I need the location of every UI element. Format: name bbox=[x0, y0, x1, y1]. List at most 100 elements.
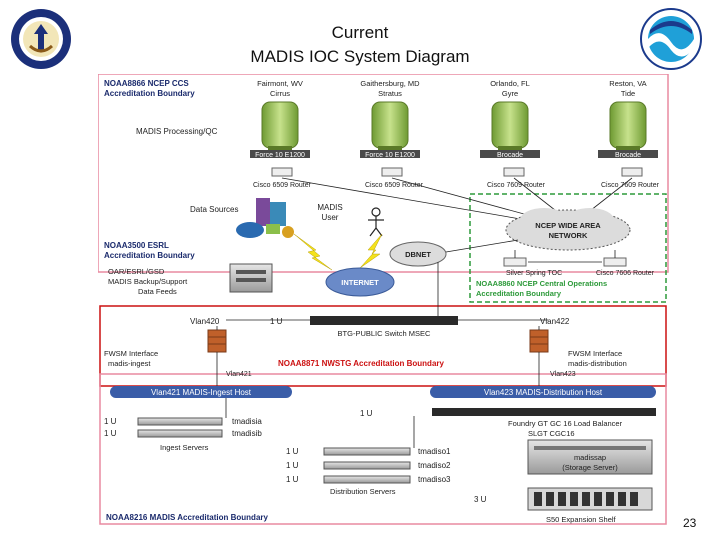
ingest-host-label: Vlan421 MADIS-Ingest Host bbox=[151, 388, 252, 397]
lightning-right-icon bbox=[359, 233, 383, 269]
site1-switch-bar bbox=[250, 150, 310, 158]
fwsm-right-label-2: madis-distribution bbox=[568, 359, 627, 368]
user-icon bbox=[368, 207, 384, 237]
san-label-1: madissap bbox=[574, 453, 606, 462]
slide-number: 23 bbox=[683, 516, 697, 530]
site1-router: Cisco 6509 Router bbox=[253, 182, 312, 189]
site3-switch-bar bbox=[480, 150, 540, 158]
ingest-host-bar bbox=[110, 386, 292, 398]
site1-router-icon bbox=[271, 167, 293, 177]
site2-switch: Force 10 E1200 bbox=[365, 152, 415, 159]
cisco-7606-router-icon bbox=[603, 257, 627, 267]
esrl-backup-label-1: OAR/ESRL/GSD bbox=[108, 267, 165, 276]
fwsm-left-label-1: FWSM Interface bbox=[104, 349, 158, 358]
lb-label-2: SLGT CGC16 bbox=[528, 429, 575, 438]
site2-switch-bar bbox=[360, 150, 420, 158]
dist-host-bar bbox=[430, 386, 656, 398]
system-diagram: NOAA8866 NCEP CCS Accreditation Boundary… bbox=[97, 73, 669, 525]
site4-switch: Brocade bbox=[615, 152, 641, 159]
processing-label: MADIS Processing/QC bbox=[136, 127, 218, 136]
wan-label-2: NETWORK bbox=[549, 231, 588, 240]
site3-host: Gyre bbox=[502, 89, 518, 98]
internet-cloud bbox=[325, 267, 395, 297]
lb-1u-label: 1 U bbox=[360, 409, 373, 418]
expansion-shelf-icon bbox=[527, 487, 653, 511]
dist-servers-label: Distribution Servers bbox=[330, 487, 396, 496]
site4-server-icon bbox=[609, 101, 647, 150]
vlan422-label: Vlan422 bbox=[540, 317, 570, 326]
nco-boundary-label-1: NOAA8860 NCEP Central Operations bbox=[476, 279, 607, 288]
esrl-boundary-label-1: NOAA3500 ESRL bbox=[104, 241, 169, 250]
madis-user-label-1: MADIS bbox=[317, 203, 342, 212]
nwstg-boundary-label: NOAA8871 NWSTG Accreditation Boundary bbox=[278, 359, 445, 368]
site4-switch-bar bbox=[598, 150, 658, 158]
site1-location: Fairmont, WV bbox=[257, 79, 303, 88]
dist-host-label: Vlan423 MADIS-Distribution Host bbox=[484, 388, 603, 397]
madis-boundary-label: NOAA8216 MADIS Accreditation Boundary bbox=[106, 513, 269, 522]
dist-server-3-icon bbox=[323, 475, 411, 484]
load-balancer-icon bbox=[432, 408, 656, 416]
ncep-wan-cloud bbox=[505, 208, 631, 251]
slide-title-line2: MADIS IOC System Diagram bbox=[250, 47, 470, 66]
madis-boundary bbox=[99, 373, 667, 525]
site3-router-icon bbox=[503, 167, 525, 177]
site4-location: Reston, VA bbox=[609, 79, 646, 88]
madis-user-label-2: User bbox=[322, 213, 339, 222]
site4-host: Tide bbox=[621, 89, 635, 98]
nwstg-boundary bbox=[99, 305, 667, 387]
ingest-row2-name: tmadisib bbox=[232, 429, 262, 438]
dist-row3-name: tmadiso3 bbox=[418, 475, 451, 484]
site3-server-icon bbox=[491, 101, 529, 150]
ingest-server-2-icon bbox=[137, 429, 223, 438]
site2-location: Gaithersburg, MD bbox=[360, 79, 420, 88]
dist-server-1-icon bbox=[323, 447, 411, 456]
shelf-label: S50 Expansion Shelf bbox=[546, 515, 617, 524]
dbnet-cloud bbox=[389, 241, 447, 267]
dist-row2-u: 1 U bbox=[286, 461, 299, 470]
site2-server-icon bbox=[371, 101, 409, 150]
site3-router: Cisco 7609 Router bbox=[487, 182, 546, 189]
btg-switch-label: BTG-PUBLIC Switch MSEC bbox=[338, 329, 432, 338]
san-label-2: (Storage Server) bbox=[562, 463, 618, 472]
site1-switch: Force 10 E1200 bbox=[255, 152, 305, 159]
dist-row1-u: 1 U bbox=[286, 447, 299, 456]
noaa-logo bbox=[640, 8, 702, 70]
site1-host: Cirrus bbox=[270, 89, 290, 98]
internet-label: INTERNET bbox=[341, 278, 379, 287]
dbnet-label: DBNET bbox=[405, 250, 431, 259]
dist-row2-name: tmadiso2 bbox=[418, 461, 451, 470]
fwsm-left-label-2: madis-ingest bbox=[108, 359, 151, 368]
vlan421-label: Vlan421 bbox=[226, 371, 252, 378]
site3-switch: Brocade bbox=[497, 152, 523, 159]
dist-row3-u: 1 U bbox=[286, 475, 299, 484]
site4-router: Cisco 7609 Router bbox=[601, 182, 660, 189]
shelf-3u-label: 3 U bbox=[474, 495, 487, 504]
ccs-boundary-label-2: Accreditation Boundary bbox=[104, 89, 195, 98]
backup-server-icon bbox=[229, 263, 273, 293]
dist-server-2-icon bbox=[323, 461, 411, 470]
data-sources-label: Data Sources bbox=[190, 205, 238, 214]
silver-spring-router-icon bbox=[503, 257, 527, 267]
nwstg-1u-label: 1 U bbox=[270, 317, 283, 326]
firewall-left-icon bbox=[207, 329, 227, 353]
firewall-right-icon bbox=[529, 329, 549, 353]
ingest-row1-name: tmadisia bbox=[232, 417, 262, 426]
site2-host: Stratus bbox=[378, 89, 402, 98]
data-sources-icon bbox=[236, 198, 294, 238]
slide-title-line1: Current bbox=[331, 23, 389, 42]
esrl-backup-label-3: Data Feeds bbox=[138, 287, 177, 296]
lightning-left-icon bbox=[293, 233, 333, 271]
fwsm-right-label-1: FWSM Interface bbox=[568, 349, 622, 358]
dist-row1-name: tmadiso1 bbox=[418, 447, 451, 456]
site1-server-icon bbox=[261, 101, 299, 150]
router-wan-links bbox=[281, 177, 633, 223]
site4-router-icon bbox=[621, 167, 643, 177]
site3-location: Orlando, FL bbox=[490, 79, 530, 88]
storage-server-icon bbox=[527, 439, 653, 475]
btg-switch-icon bbox=[310, 316, 458, 325]
cisco-7606-label: Cisco 7606 Router bbox=[596, 270, 655, 277]
ingest-row1-u: 1 U bbox=[104, 417, 117, 426]
doc-seal-logo bbox=[11, 9, 71, 69]
silver-spring-label: Silver Spring TOC bbox=[506, 270, 562, 277]
ingest-server-1-icon bbox=[137, 417, 223, 426]
